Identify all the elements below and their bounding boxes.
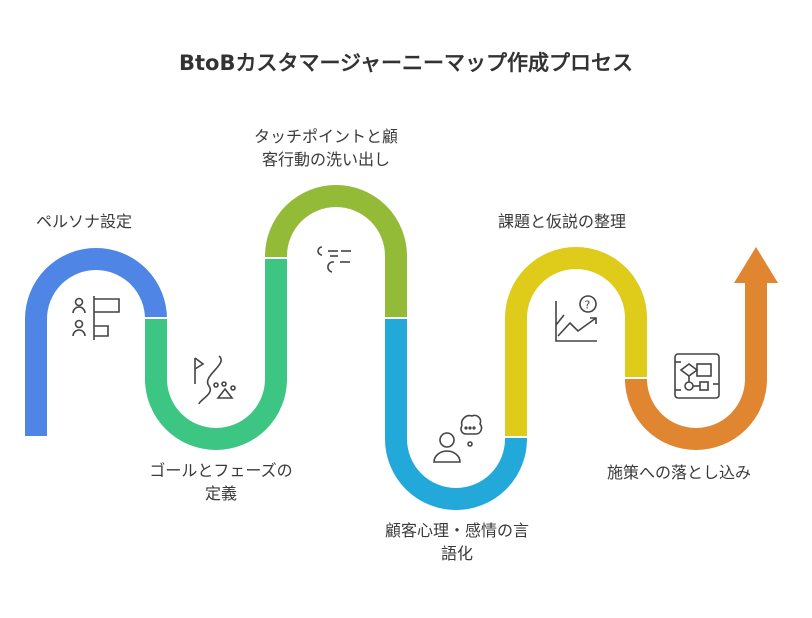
step-1-segment <box>25 248 167 436</box>
step-4-label-line-1: 顧客心理・感情の言 <box>384 521 529 540</box>
step-6-segment <box>625 280 767 450</box>
step-2-label-line-2: 定義 <box>204 484 237 503</box>
svg-text:?: ? <box>585 299 591 312</box>
step-1-label: ペルソナ設定 <box>36 212 133 231</box>
step-2-label-line-1: ゴールとフェーズの <box>149 461 293 480</box>
step-3-label-line-2: 客行動の洗い出し <box>261 150 390 169</box>
thinking-person-icon <box>433 414 483 463</box>
touchpoint-icon <box>317 246 351 273</box>
step-2-segment <box>145 258 287 450</box>
chart-question-icon: ? <box>555 295 597 342</box>
step-4-label: 顧客心理・感情の言 語化 <box>362 519 552 565</box>
step-5-label: 課題と仮説の整理 <box>498 212 627 231</box>
step-3-label: タッチポイントと顧 客行動の洗い出し <box>246 125 406 171</box>
step-3-label-line-1: タッチポイントと顧 <box>253 127 398 146</box>
path-flag-icon <box>194 355 236 405</box>
persona-icon <box>72 296 120 340</box>
step-6-label: 施策への落とし込み <box>607 463 752 482</box>
diagram-title: BtoBカスタマージャーニーマップ作成プロセス <box>178 51 633 75</box>
flowchart-icon <box>674 353 720 399</box>
arrow-head <box>734 247 778 283</box>
step-5-segment <box>505 247 647 438</box>
step-2-label: ゴールとフェーズの 定義 <box>126 459 316 505</box>
step-3-segment <box>265 185 407 318</box>
step-4-label-line-2: 語化 <box>440 544 473 563</box>
step-4-segment <box>385 319 527 510</box>
